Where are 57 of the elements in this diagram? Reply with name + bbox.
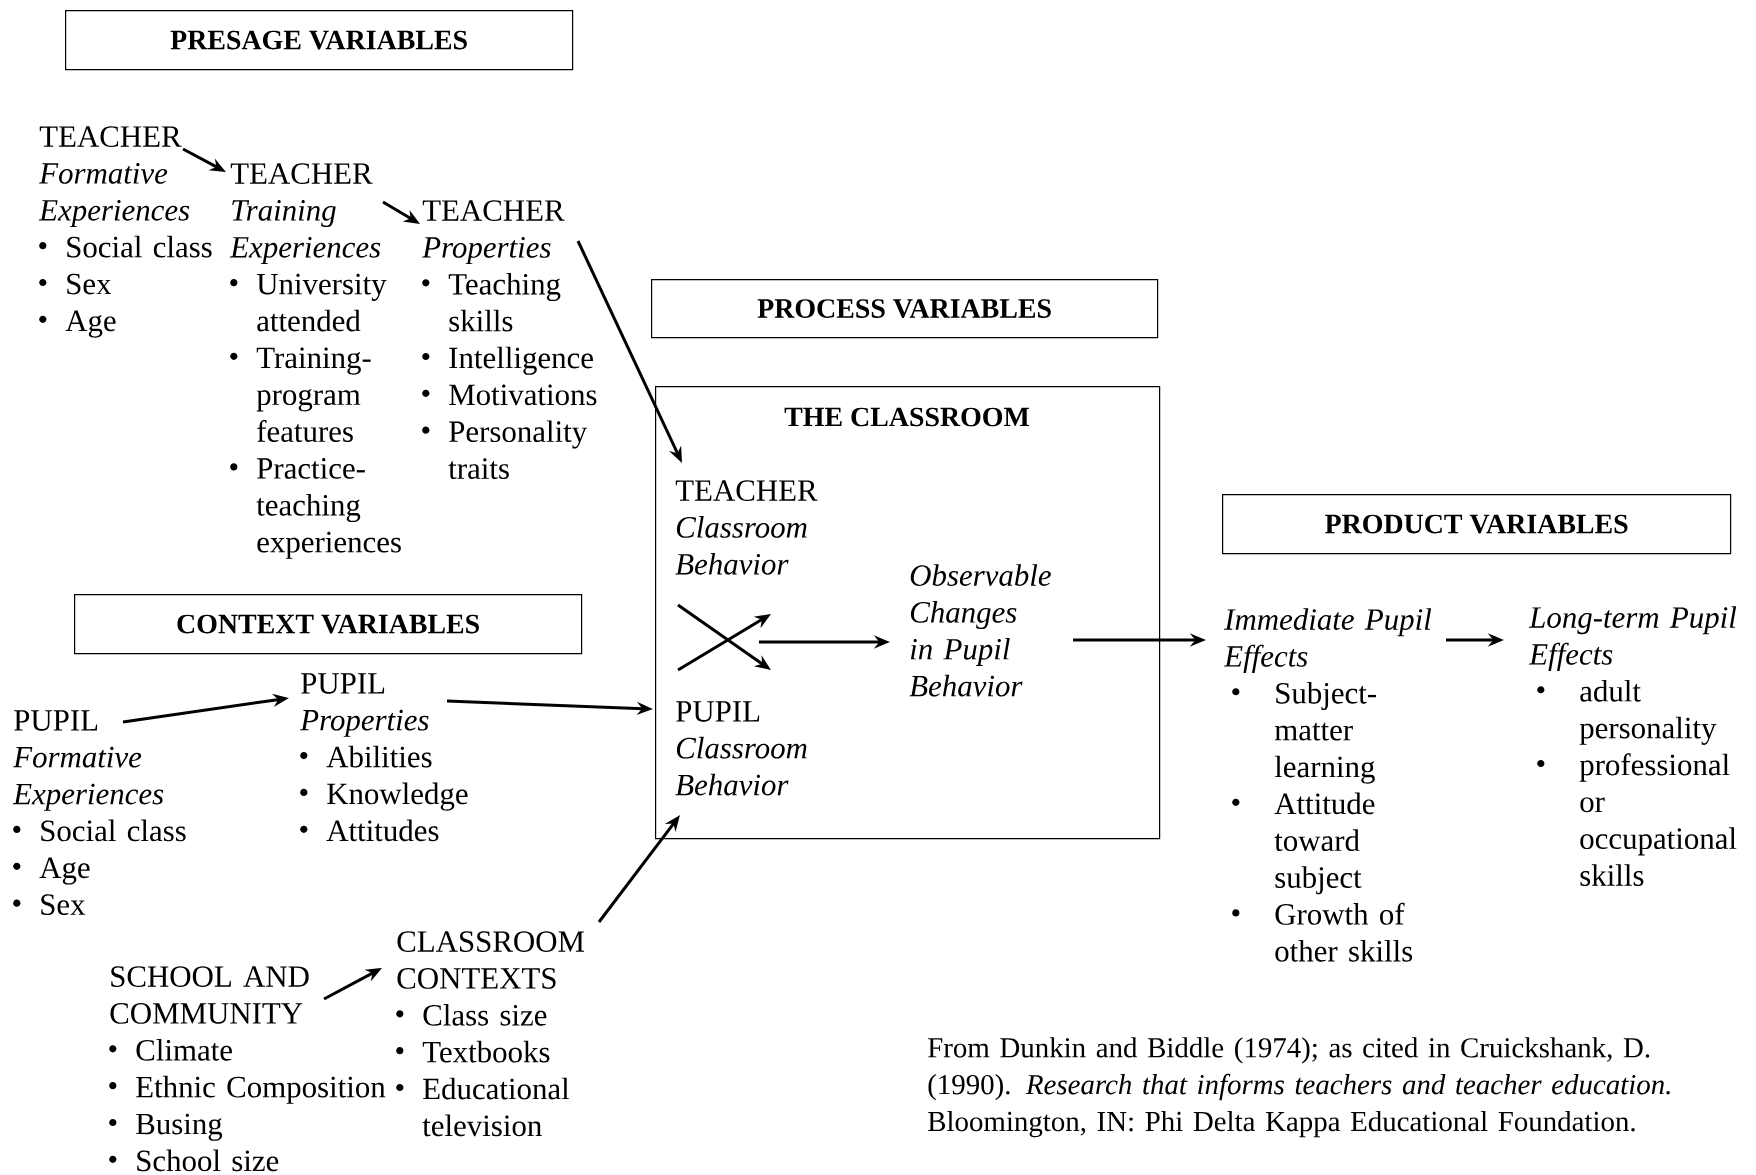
node-label: Intelligence [449, 346, 593, 375]
node-label: TEACHER [230, 163, 373, 184]
variable-list: CLASSROOM CONTEXTS Class size Textbooks Educational television [396, 931, 585, 1137]
node-label: Sex [41, 894, 86, 916]
variable-list: Long-term Pupil Effects adult personality professional or occupational skills [1528, 606, 1737, 886]
heading-box: CONTEXT VARIABLES [74, 594, 583, 655]
node-label: Knowledge [327, 782, 468, 811]
node-label: Formative Experiences [12, 746, 164, 811]
node-label: Sex [67, 273, 112, 295]
variable-list: TEACHER Formative Experiences Social class Sex Age [38, 126, 212, 338]
node-label: Motivations [449, 384, 597, 406]
node-label: Attitudes [326, 819, 439, 842]
node-label: Busing [136, 1113, 223, 1141]
variable-list: Observable Changes in Pupil Behavior [909, 564, 1051, 697]
node-label: CLASSROOM CONTEXTS [397, 931, 585, 989]
node-label: Social class [41, 819, 186, 842]
node-label: PUPIL [14, 710, 98, 731]
node-label: Training-program features [256, 347, 371, 442]
citation: From Dunkin and Biddle (1974); as cited in Cruickshank, D. (1990). Research that informs teachers and teacher education. Bloomington, IN: Phi Delta Kappa Educational Foundation. [928, 1037, 1670, 1138]
variable-list: SCHOOL AND COMMUNITY Climate Ethnic Composition Busing School size [109, 966, 386, 1172]
heading-box: PROCESS VARIABLES [651, 279, 1159, 339]
node-label: Educational television [422, 1077, 570, 1137]
variable-list: Immediate Pupil Effects Subject-matter learning Attitude toward subject Growth of other skills [1223, 608, 1432, 962]
node-label: Attitude toward subject [1274, 792, 1375, 895]
node-label: Textbooks [422, 1040, 550, 1063]
node-label: Age [39, 857, 90, 885]
node-label: Age [65, 310, 116, 338]
heading-box: PRESAGE VARIABLES [65, 10, 574, 71]
variable-list: PUPIL Classroom Behavior [675, 701, 807, 796]
variable-list: TEACHER Classroom Behavior [675, 480, 818, 575]
node-label: Social class [67, 235, 212, 258]
heading-box: PRODUCT VARIABLES [1222, 494, 1732, 555]
node-label: Practice-teaching experiences [256, 458, 401, 559]
variable-list: PUPIL Properties Abilities Knowledge Attitudes [300, 673, 468, 842]
node-label: Ethnic Composition [136, 1075, 386, 1104]
node-label: Personality traits [448, 420, 588, 479]
node-label: Properties [422, 237, 551, 265]
variable-list: TEACHER Training Experiences University attended Training-program features Practice-teaching experiences [229, 163, 401, 559]
node-label: Teaching skills [448, 272, 561, 332]
variable-list: PUPIL Formative Experiences Social class Age Sex [12, 710, 186, 916]
node-label: SCHOOL AND COMMUNITY [110, 966, 309, 1024]
node-label: Climate [136, 1038, 232, 1061]
node-label: Abilities [326, 745, 432, 768]
node-label: Properties [300, 709, 429, 737]
node-label: University attended [256, 273, 387, 332]
node-label: professional or occupational skills [1579, 753, 1737, 886]
node-label: PUPIL [301, 673, 385, 694]
node-label: Growth of other skills [1275, 902, 1413, 962]
node-label: Formative Experiences [38, 163, 190, 227]
variable-list: TEACHER Properties Teaching skills Intelligence Motivations Personality traits [422, 200, 597, 479]
node-label: Training Experiences [229, 200, 381, 264]
node-label: TEACHER [422, 200, 565, 221]
node-label: TEACHER [39, 126, 182, 147]
node-label: Class size [423, 1003, 547, 1026]
node-label: School size [137, 1149, 279, 1172]
node-label: Subject-matter learning [1274, 681, 1377, 784]
node-label: Immediate Pupil Effects [1223, 608, 1432, 674]
